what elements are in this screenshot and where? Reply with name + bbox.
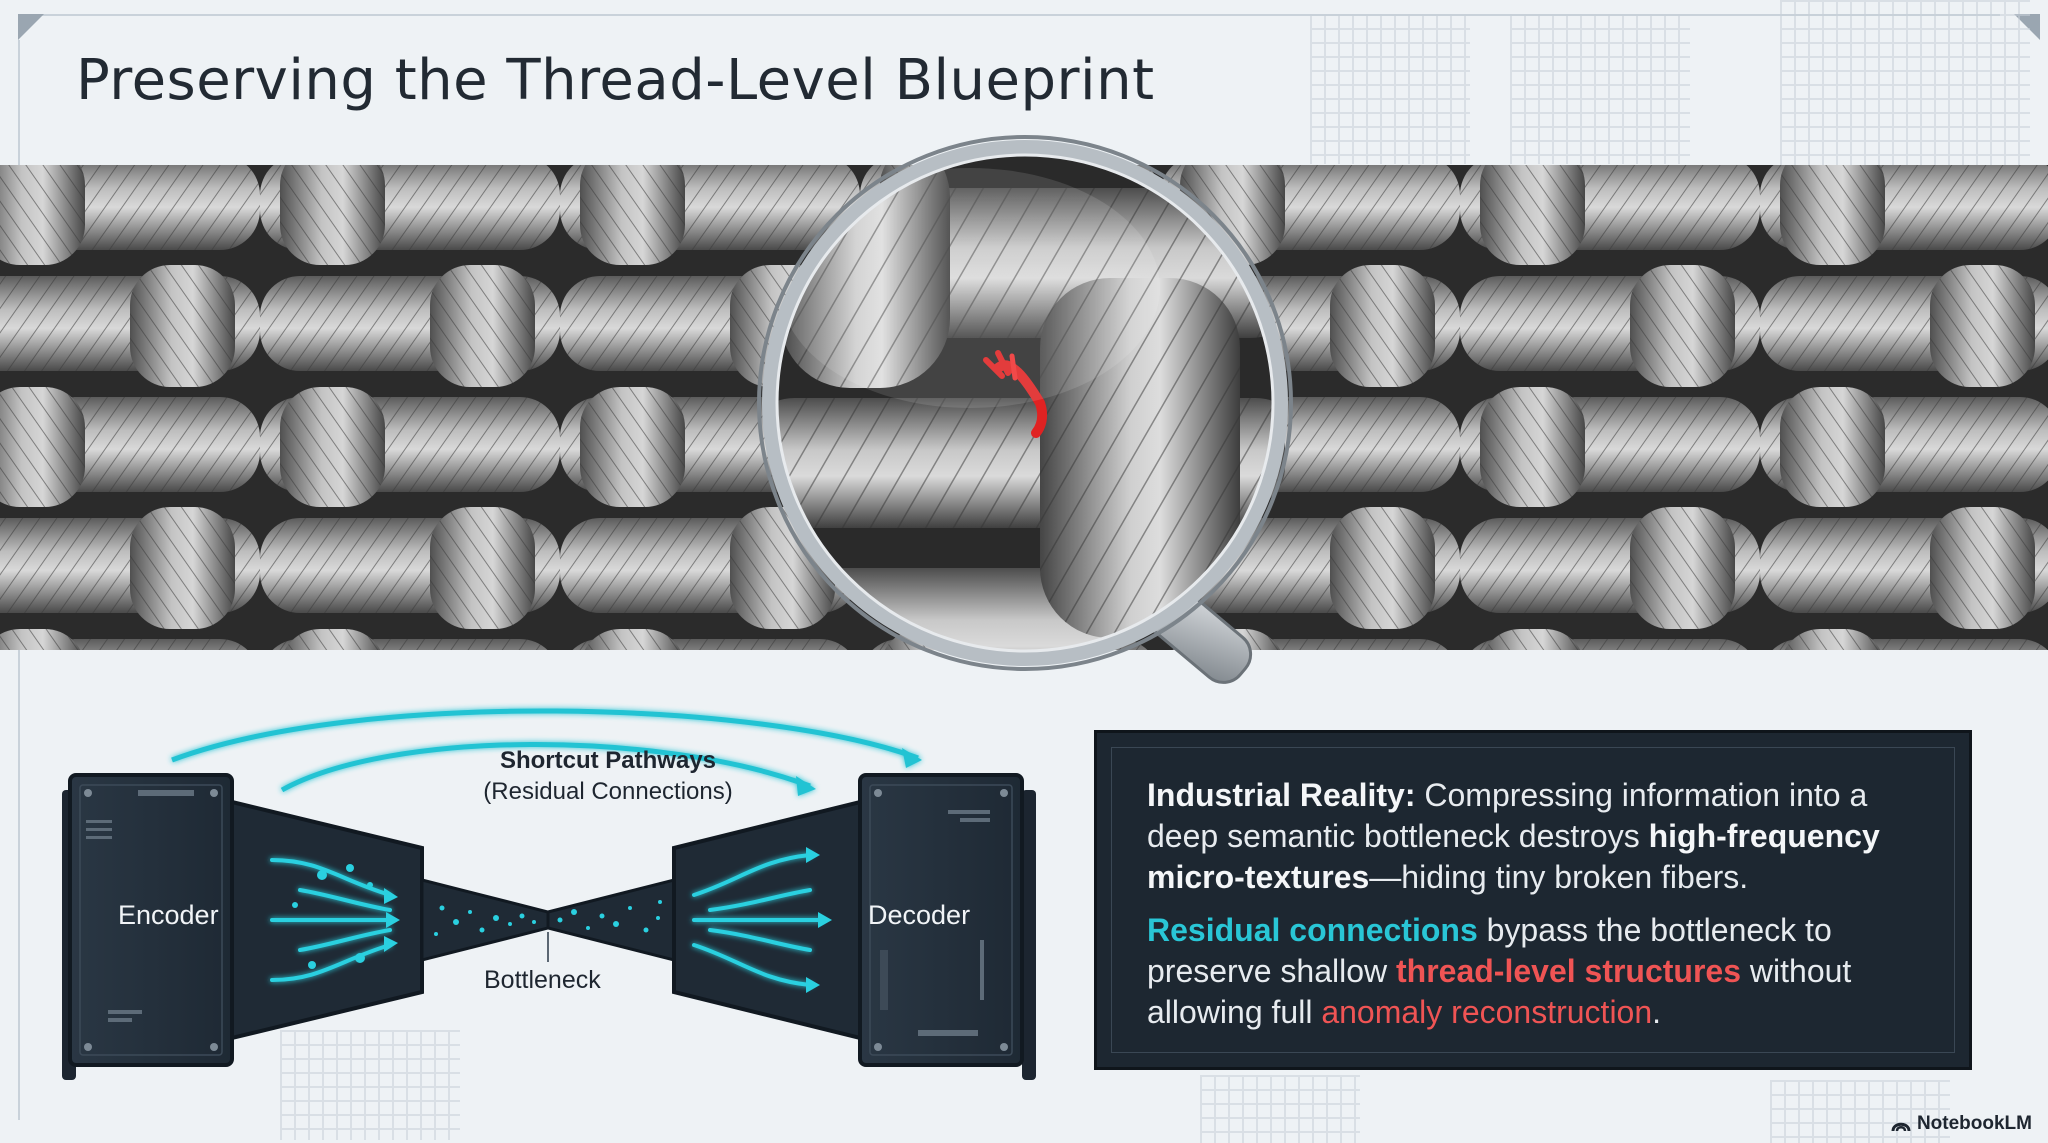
corner-marker-top-left (18, 14, 44, 40)
bottleneck-particles (434, 900, 662, 936)
panel-paragraph-2: Residual connections bypass the bottlene… (1147, 910, 1947, 1033)
blueprint-weave-deco-6 (1770, 1080, 1950, 1143)
page-title: Preserving the Thread-Level Blueprint (76, 48, 1155, 113)
panel-inner-border (1111, 747, 1955, 1053)
residual-connections-label: (Residual Connections) (483, 778, 733, 805)
decoder-block (858, 773, 1036, 1080)
frame-top-line (40, 14, 2000, 16)
panel-text: Industrial Reality: Compressing informat… (1147, 775, 1947, 1033)
encoder-block (62, 773, 234, 1080)
anomaly-reconstruction-highlight: anomaly reconstruction (1321, 994, 1653, 1030)
blueprint-weave-deco-3 (1780, 0, 2030, 165)
shortcut-arrows (171, 708, 922, 796)
encoder-label: Encoder (118, 900, 219, 930)
panel-p2-text-b: without allowing full (1147, 953, 1852, 1030)
panel-p1-text-b: —hiding tiny broken fibers. (1369, 859, 1749, 895)
thread-level-highlight: thread-level structures (1396, 953, 1742, 989)
brand-label: NotebookLM (1916, 1113, 2032, 1134)
industrial-reality-panel: Industrial Reality: Compressing informat… (1094, 730, 1972, 1070)
blueprint-weave-deco-2 (1510, 14, 1690, 164)
blueprint-weave-deco-1 (1310, 14, 1470, 164)
notebooklm-logo-icon (1891, 1122, 1911, 1132)
encoder-decoder-diagram: Encoder Decoder Shortcut Pathways (Resid… (60, 690, 1040, 1090)
notebooklm-brand: NotebookLM (1891, 1113, 2032, 1135)
blueprint-weave-deco-5 (1200, 1075, 1360, 1143)
panel-p2-text-c: . (1652, 994, 1662, 1030)
blueprint-weave-deco-4 (280, 1030, 460, 1140)
high-frequency-highlight: high-frequency micro-textures (1147, 818, 1880, 895)
magnifying-glass-icon (740, 128, 1310, 688)
panel-paragraph-1: Industrial Reality: Compressing informat… (1147, 775, 1947, 898)
residual-connections-highlight: Residual connections (1147, 912, 1478, 948)
feature-flow-arrows (270, 853, 822, 987)
bottleneck-label: Bottleneck (484, 966, 601, 994)
decoder-label: Decoder (868, 900, 971, 930)
industrial-reality-lead: Industrial Reality: (1147, 777, 1416, 813)
broken-fiber-anomaly (983, 350, 1048, 438)
panel-p1-text-a: Compressing information into a deep sema… (1147, 777, 1868, 854)
panel-p2-text-a: bypass the bottleneck to preserve shallo… (1147, 912, 1832, 989)
shortcut-pathways-label: Shortcut Pathways (499, 747, 717, 774)
